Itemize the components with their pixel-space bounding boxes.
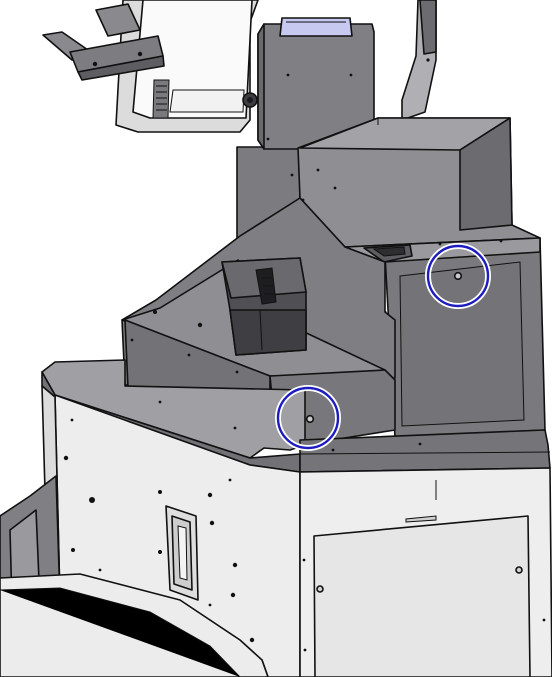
side-access-panel [399,261,525,427]
upper-cabinet [297,117,546,438]
base-cabinet [41,385,552,677]
bracket-bolt [137,51,143,57]
door-screw [515,566,523,574]
screw-icon [305,414,315,424]
base-skirt [0,475,269,677]
display-right-edge [401,0,437,121]
door-screw [316,585,324,593]
hinge-release-latch [279,17,353,37]
upper-screw-callout [425,243,491,309]
access-door [313,515,531,677]
screw-icon [453,271,463,281]
display-screen [115,0,259,133]
bracket-bolt [92,61,98,67]
display-hinge-block [242,17,375,150]
mounting-bracket-arm [42,3,165,81]
display-vent-grille [152,79,170,119]
card-reader-unit [221,257,307,356]
lower-screw-callout [275,385,341,451]
